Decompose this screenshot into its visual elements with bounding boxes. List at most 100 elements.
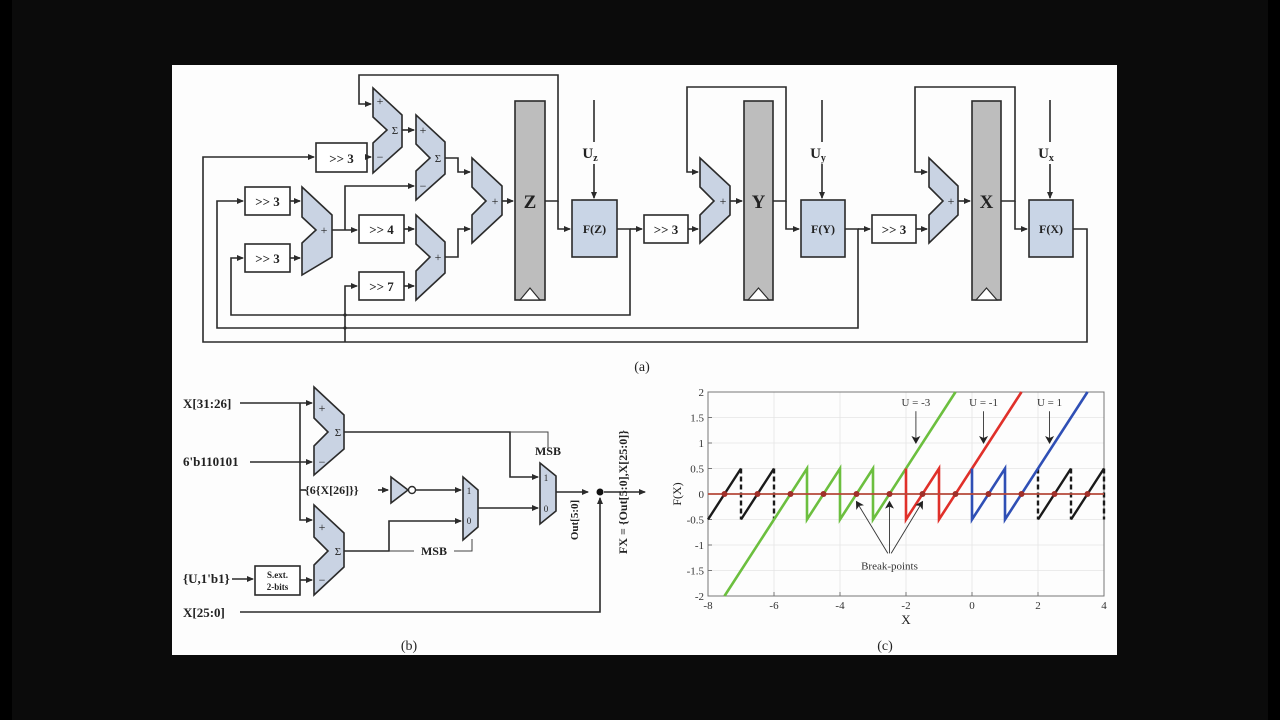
register-x-label: X [980, 192, 994, 213]
x-tick-label: -6 [769, 600, 779, 612]
y-tick-label: -2 [695, 591, 704, 603]
break-point-marker [820, 491, 827, 497]
register-x [971, 100, 1002, 301]
y-tick-label: 0 [699, 489, 705, 501]
sigma-sign: Σ [335, 546, 341, 558]
caption-a: (a) [634, 360, 650, 375]
input-x-25-0: X[25:0] [183, 605, 225, 620]
adder-lower [415, 213, 446, 302]
plus-sign: + [435, 250, 442, 264]
sigma-sign: Σ [335, 427, 341, 439]
inverter [390, 475, 410, 505]
break-point-marker [919, 491, 926, 497]
feedback-wire-fy [216, 198, 859, 329]
register-z-label: Z [524, 192, 537, 213]
break-point-marker [1084, 491, 1091, 497]
y-tick-label: 2 [699, 387, 705, 399]
function-block-fx [1028, 199, 1074, 258]
y-axis-label: F(X) [670, 482, 684, 505]
shift7-label: >> 7 [369, 279, 394, 294]
sigma-sign: Σ [392, 125, 398, 137]
feedback-wire-fx [202, 154, 1088, 343]
minus-sign: − [377, 150, 384, 164]
series-u-1 [970, 391, 1089, 524]
shift7-block [358, 271, 405, 301]
function-fz-label: F(Z) [583, 222, 606, 236]
shift3-block-yx [871, 214, 917, 244]
mux-lower [462, 475, 479, 542]
break-point-marker [853, 491, 860, 497]
subtractor-sigma-b-bottom [313, 503, 345, 597]
shift3-label: >> 3 [654, 222, 679, 237]
y-tick-label: -0.5 [687, 515, 705, 527]
caption-b: (b) [401, 639, 418, 654]
minus-sign: − [319, 573, 326, 587]
adder-left [301, 185, 333, 277]
mux-output [539, 461, 557, 526]
adder-y [699, 156, 731, 245]
msb-label-lower: MSB [421, 544, 447, 558]
x-tick-label: -8 [703, 600, 713, 612]
shift3-label: >> 3 [329, 151, 354, 166]
sign-extend-label: S.ext. [267, 570, 288, 580]
shift3-label: >> 3 [255, 251, 280, 266]
break-point-marker [886, 491, 893, 497]
y-tick-label: 0.5 [690, 464, 704, 476]
x-tick-label: 4 [1101, 600, 1107, 612]
shift4-block [358, 214, 405, 244]
plus-sign: + [319, 401, 326, 415]
plus-sign: + [720, 194, 727, 208]
sign-extend-block [254, 565, 301, 596]
shift3-label: >> 3 [255, 194, 280, 209]
x-tick-label: -2 [901, 600, 910, 612]
break-point-marker [952, 491, 959, 497]
input-uy-label: Uy [810, 146, 826, 164]
adder-x [928, 156, 959, 245]
x-tick-label: 0 [969, 600, 975, 612]
replicate-label: {6{X[26]}} [305, 483, 359, 497]
input-x-31-26: X[31:26] [183, 396, 231, 411]
y-tick-label: 1 [699, 438, 705, 450]
input-uz-label: Uz [582, 146, 598, 164]
panel-a: >> 3 >> 3 >> 3 >> 4 >> 7 + + − Σ + − Σ [202, 74, 1088, 375]
z-feedback-loop [358, 74, 559, 202]
concat-node [596, 488, 604, 496]
riser-to-shift7 [344, 283, 358, 342]
break-point-marker [1018, 491, 1025, 497]
break-point-marker [787, 491, 794, 497]
clock-triangle-icon [746, 287, 771, 301]
clock-triangle-icon [974, 287, 999, 301]
msb-label-upper: MSB [535, 444, 561, 458]
sign-extend-label: 2-bits [267, 582, 289, 592]
mux-input-0: 0 [467, 516, 472, 526]
caption-c: (c) [877, 639, 893, 654]
plus-sign: + [377, 94, 384, 108]
sigma-sign: Σ [435, 153, 441, 165]
subtractor-sigma-1 [372, 86, 403, 175]
plus-sign: + [319, 520, 326, 534]
break-point-marker [1051, 491, 1058, 497]
function-fy-label: F(Y) [811, 222, 835, 236]
fx-label: FX = {Out[5:0],X[25:0]} [616, 430, 630, 554]
adder-final [471, 156, 503, 245]
annotation-label: U = -1 [969, 397, 998, 409]
shift4-label: >> 4 [369, 222, 394, 237]
input-ux-label: Ux [1038, 146, 1054, 164]
plus-sign: + [420, 123, 427, 137]
subtractor-sigma-2 [415, 113, 446, 202]
shift3-block-lower [244, 243, 291, 273]
mux-input-0: 0 [544, 504, 549, 514]
x-axis-label: X [901, 612, 911, 627]
plus-sign: + [492, 194, 499, 208]
y-tick-label: -1.5 [687, 566, 705, 578]
x-tick-label: 2 [1035, 600, 1041, 612]
function-fx-label: F(X) [1039, 222, 1063, 236]
shift3-block-upper [244, 186, 291, 216]
feedback-wire-fz [230, 228, 631, 316]
annotation-label: U = 1 [1037, 397, 1062, 409]
register-y-label: Y [752, 192, 766, 213]
break-point-marker [985, 491, 992, 497]
break-point-marker [721, 491, 728, 497]
